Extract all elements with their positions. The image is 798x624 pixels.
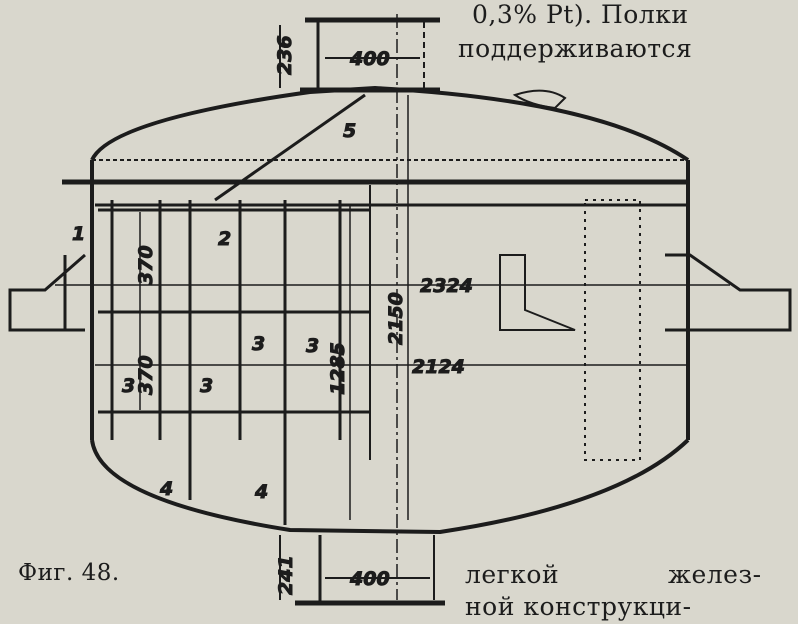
label-3b: 3 [200, 375, 213, 397]
dim-bottom-nozzle-height: 241 [275, 555, 297, 595]
dim-inner-height: 1285 [327, 342, 349, 395]
dim-shelf-lower: 370 [135, 355, 157, 395]
dim-bottom-nozzle-width: 400 [349, 568, 390, 590]
support-lugs [8, 253, 792, 332]
dim-shelf-upper: 370 [135, 245, 157, 285]
top-nozzle [279, 14, 440, 600]
dim-top-nozzle-width: 400 [349, 48, 390, 70]
insulation-column [584, 199, 641, 461]
dim-height: 2150 [385, 292, 407, 345]
label-1: 1 [72, 223, 85, 245]
label-5: 5 [343, 120, 356, 142]
dimension-lines [55, 95, 730, 520]
label-2: 2 [218, 228, 231, 250]
label-3d: 3 [252, 333, 265, 355]
label-3c: 3 [306, 335, 319, 357]
dim-top-nozzle-height: 236 [274, 35, 296, 75]
body-text-line: 0,3% Pt). Полки [472, 0, 689, 29]
bottom-nozzle [279, 535, 445, 606]
dim-outer-diameter: 2324 [420, 275, 473, 297]
dim-inner-diameter: 2124 [412, 356, 465, 378]
body-text-line: желез- [668, 560, 762, 589]
label-4b: 4 [254, 481, 268, 503]
label-3a: 3 [122, 375, 135, 397]
body-text-line: поддерживаются [458, 34, 693, 63]
vessel-shell [62, 85, 690, 535]
label-4a: 4 [159, 478, 173, 500]
body-text-line: легкой [465, 560, 560, 589]
body-text-line: ной конструкци- [465, 592, 692, 621]
shelf-grid [98, 185, 371, 525]
figure-caption: Фиг. 48. [18, 560, 120, 586]
